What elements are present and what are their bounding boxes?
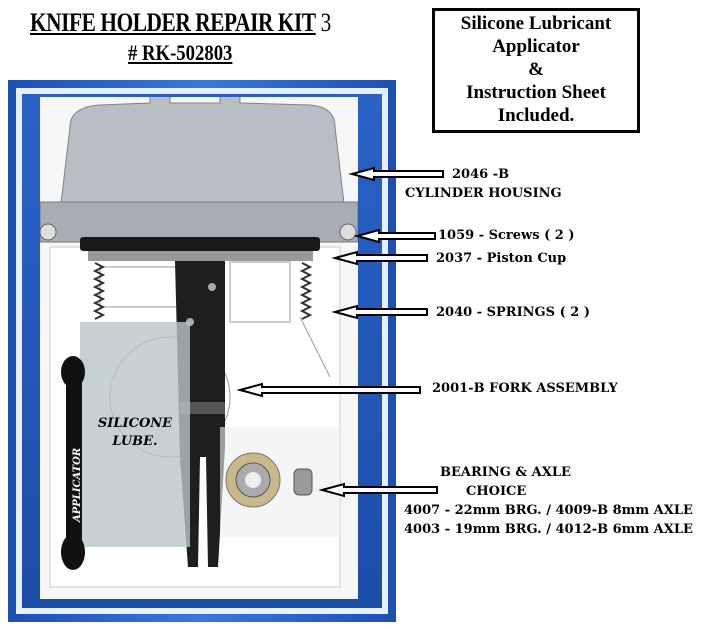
box-line: Included. bbox=[497, 105, 575, 126]
callout-arrow bbox=[353, 228, 436, 244]
part-option-22mm: 4007 - 22mm BRG. / 4009-B 8mm AXLE bbox=[404, 503, 693, 518]
sku-number: # RK-502803 bbox=[128, 40, 233, 65]
part-label-springs: 2040 - SPRINGS ( 2 ) bbox=[436, 305, 590, 320]
callout-arrow bbox=[236, 382, 421, 398]
part-label-cylinder-housing-name: CYLINDER HOUSING bbox=[405, 186, 562, 201]
bearing-bore bbox=[245, 472, 261, 488]
part-option-19mm: 4003 - 19mm BRG. / 4012-B 6mm AXLE bbox=[404, 522, 693, 537]
title-number: 3 bbox=[320, 8, 332, 37]
callout-arrow bbox=[331, 250, 428, 266]
fork-band bbox=[180, 402, 225, 414]
box-line: Instruction Sheet bbox=[466, 82, 606, 103]
part-label-bearing-choice: CHOICE bbox=[466, 484, 527, 499]
included-items-box: Silicone Lubricant Applicator & Instruct… bbox=[432, 8, 640, 133]
lube-label: SILICONE bbox=[98, 416, 173, 431]
box-line: Silicone Lubricant bbox=[460, 13, 612, 34]
screw-icon bbox=[339, 223, 357, 241]
part-label-piston-cup: 2037 - Piston Cup bbox=[436, 251, 567, 266]
fork-hole bbox=[208, 283, 216, 291]
silicone-lube-bag bbox=[80, 322, 190, 547]
applicator-tip bbox=[61, 534, 85, 570]
callout-arrow bbox=[331, 304, 428, 320]
applicator bbox=[66, 365, 82, 560]
springs bbox=[92, 262, 313, 320]
part-label-cylinder-housing: 2046 -B bbox=[452, 167, 510, 182]
housing-flange bbox=[39, 201, 359, 243]
lube-label: LUBE. bbox=[111, 434, 157, 449]
title-text: KNIFE HOLDER REPAIR KIT bbox=[30, 8, 316, 37]
piston-cup bbox=[80, 237, 320, 251]
product-illustration: SILICONE LUBE. APPLICATOR bbox=[39, 92, 359, 588]
product-photo: SILICONE LUBE. APPLICATOR bbox=[39, 92, 359, 599]
box-line: & bbox=[528, 59, 544, 80]
applicator-label: APPLICATOR bbox=[72, 448, 83, 523]
callout-arrow bbox=[318, 482, 438, 498]
axle bbox=[293, 468, 313, 496]
part-label-fork-assembly: 2001-B FORK ASSEMBLY bbox=[432, 381, 618, 396]
part-label-bearing: BEARING & AXLE bbox=[440, 465, 571, 480]
piston-plate bbox=[88, 251, 313, 261]
applicator-tip bbox=[61, 356, 85, 388]
screw-icon bbox=[39, 223, 57, 241]
callout-arrow bbox=[348, 166, 444, 182]
part-label-screws: 1059 - Screws ( 2 ) bbox=[438, 228, 575, 243]
box-line: Applicator bbox=[492, 36, 580, 57]
